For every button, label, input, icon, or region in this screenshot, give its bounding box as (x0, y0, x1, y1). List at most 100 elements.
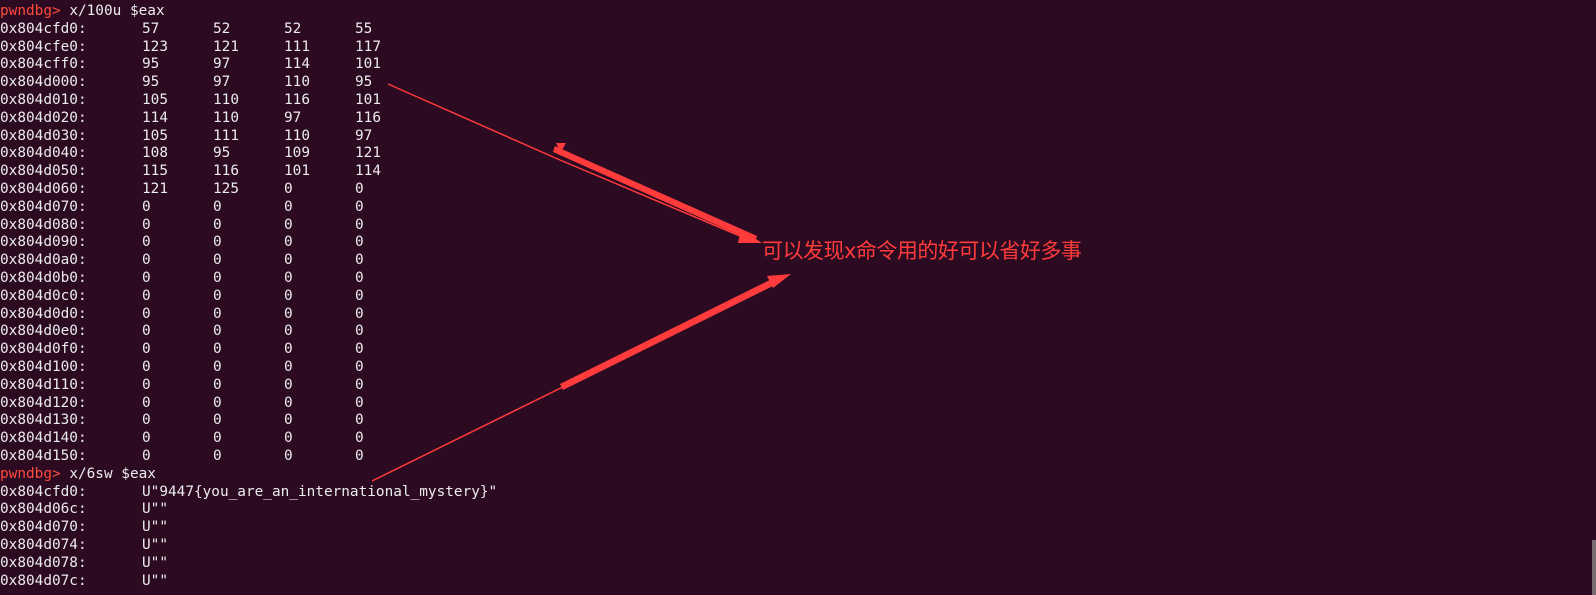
memory-value: 111 (284, 38, 310, 55)
arrow-bottom-head (767, 274, 791, 288)
memory-value: 0 (355, 252, 364, 269)
memory-value: 105 (142, 92, 168, 108)
memory-address: 0x804d0d0: (0, 305, 87, 322)
memory-address: 0x804d020: (0, 109, 87, 126)
annotation-text: 可以发现x命令用的好可以省好多事 (762, 239, 1082, 263)
memory-value: 0 (142, 412, 151, 429)
memory-value: 0 (284, 252, 293, 269)
memory-value: 0 (213, 376, 222, 393)
memory-value: 0 (355, 234, 364, 251)
string-address: 0x804d070: (0, 519, 87, 536)
string-value: U"" (142, 519, 168, 536)
memory-value: 0 (355, 394, 364, 411)
memory-value: 95 (142, 56, 160, 73)
memory-value: 0 (284, 270, 293, 286)
memory-address: 0x804d0c0: (0, 287, 87, 304)
memory-address: 0x804cfd0: (0, 20, 87, 37)
memory-value: 52 (284, 20, 302, 37)
memory-value: 0 (355, 359, 364, 375)
memory-value: 0 (142, 234, 151, 251)
memory-value: 110 (284, 74, 310, 91)
string-address: 0x804cfd0: (0, 483, 87, 500)
command-text: x/6sw $eax (60, 465, 156, 482)
memory-value: 0 (142, 287, 151, 304)
memory-value: 0 (213, 216, 222, 233)
prompt-line-1: pwndbg> x/100u $eax (0, 2, 165, 20)
memory-value: 0 (142, 252, 151, 269)
memory-value: 0 (213, 394, 222, 411)
memory-value: 0 (355, 323, 364, 340)
memory-address: 0x804d0a0: (0, 252, 87, 269)
memory-value: 0 (284, 448, 293, 464)
memory-value: 0 (284, 216, 293, 233)
prompt-label: pwndbg> (0, 3, 61, 19)
memory-value: 0 (355, 181, 364, 197)
memory-value: 0 (142, 359, 151, 375)
memory-value: 114 (355, 163, 381, 180)
memory-value: 123 (142, 38, 168, 55)
memory-value: 0 (284, 359, 293, 375)
memory-value: 0 (142, 216, 151, 233)
memory-value: 97 (284, 109, 302, 126)
memory-address: 0x804d060: (0, 181, 87, 197)
memory-value: 101 (284, 163, 310, 180)
string-address: 0x804d074: (0, 537, 87, 553)
memory-value: 0 (355, 305, 364, 322)
memory-value: 111 (213, 127, 239, 144)
memory-value: 0 (213, 412, 222, 429)
memory-address: 0x804d090: (0, 234, 87, 251)
memory-address: 0x804d030: (0, 127, 87, 144)
memory-value: 108 (142, 145, 168, 162)
memory-value: 0 (355, 287, 364, 304)
memory-value: 121 (213, 38, 239, 55)
memory-value: 55 (355, 20, 373, 37)
memory-value: 0 (142, 323, 151, 340)
memory-address: 0x804d0e0: (0, 323, 87, 340)
command-text: x/100u $eax (60, 3, 165, 19)
memory-value: 114 (284, 56, 310, 73)
memory-value: 0 (284, 394, 293, 411)
memory-value: 121 (355, 145, 381, 162)
memory-value: 97 (213, 56, 231, 73)
memory-value: 0 (142, 394, 151, 411)
memory-value: 0 (213, 287, 222, 304)
memory-value: 97 (355, 127, 373, 144)
string-address: 0x804d078: (0, 554, 87, 571)
memory-value: 52 (213, 20, 231, 37)
memory-value: 0 (213, 234, 222, 251)
memory-value: 95 (213, 145, 231, 162)
memory-address: 0x804d120: (0, 394, 87, 411)
memory-value: 0 (213, 323, 222, 340)
memory-value: 0 (213, 430, 222, 447)
memory-address: 0x804d050: (0, 163, 87, 180)
memory-address: 0x804d000: (0, 74, 87, 91)
memory-value: 0 (284, 323, 293, 340)
memory-value: 116 (284, 92, 310, 108)
memory-address: 0x804d0b0: (0, 270, 87, 286)
memory-address: 0x804d010: (0, 92, 87, 108)
string-value: U"" (142, 501, 168, 518)
memory-value: 105 (142, 127, 168, 144)
scrollbar-thumb[interactable] (1592, 540, 1596, 595)
memory-value: 0 (213, 270, 222, 286)
memory-address: 0x804cfe0: (0, 38, 87, 55)
memory-value: 0 (284, 234, 293, 251)
memory-value: 0 (284, 181, 293, 197)
memory-value: 0 (355, 376, 364, 393)
memory-value: 0 (355, 430, 364, 447)
string-value: U"" (142, 537, 168, 553)
memory-value: 0 (142, 270, 151, 286)
memory-value: 0 (213, 448, 222, 464)
memory-value: 125 (213, 181, 239, 197)
memory-value: 117 (355, 38, 381, 55)
memory-address: 0x804d070: (0, 198, 87, 215)
memory-address: 0x804d140: (0, 430, 87, 447)
memory-address: 0x804d040: (0, 145, 87, 162)
memory-value: 0 (142, 376, 151, 393)
arrow-top-tick (556, 143, 566, 152)
memory-value: 0 (284, 305, 293, 322)
arrow-top (387, 83, 753, 242)
prompt-label: pwndbg> (0, 465, 61, 482)
memory-value: 0 (284, 198, 293, 215)
